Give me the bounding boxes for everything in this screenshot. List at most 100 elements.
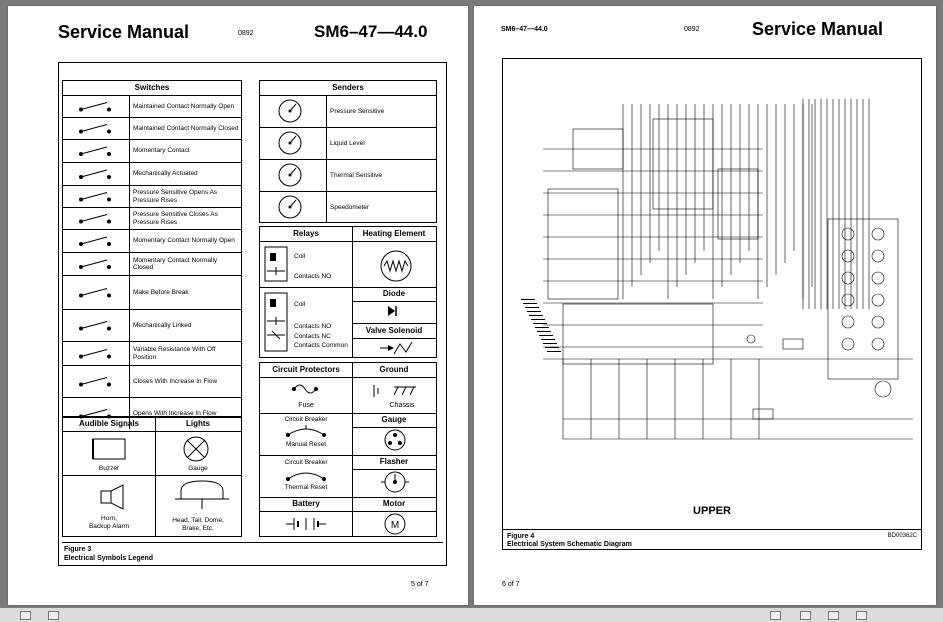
breaker-thermal-icon xyxy=(286,472,326,481)
heating-element-icon xyxy=(380,250,412,282)
switch-row: Maintained Contact Normally Open xyxy=(63,96,241,118)
sender-symbol-icon xyxy=(260,192,327,223)
sender-row: Speedometer xyxy=(260,192,436,223)
gauge-header: Gauge xyxy=(352,413,436,428)
breaker1-title: Circuit Breaker xyxy=(284,416,328,423)
sender-label: Speedometer xyxy=(330,203,370,211)
audible-signals-header: Audible Signals xyxy=(63,417,155,432)
switch-label: Momentary Contact Normally Closed xyxy=(133,256,218,272)
date-code: 0892 xyxy=(684,26,700,33)
page-6: SM6–47—44.0 0892 Service Manual UPPER Fi… xyxy=(474,6,936,605)
switch-row: Variable Resistance With Off Position xyxy=(63,342,241,366)
page-number: 5 of 7 xyxy=(411,581,429,588)
switch-label: Pressure Sensitive Opens As Pressure Ris… xyxy=(133,189,218,204)
switch-symbol-icon xyxy=(63,163,130,185)
drawing-code: BD00362C xyxy=(887,533,917,539)
switch-row: Make Before Break xyxy=(63,276,241,310)
page-5: Service Manual 0892 SM6–47—44.0 Switches… xyxy=(8,6,468,605)
fuse-icon xyxy=(292,384,318,394)
page-icon[interactable] xyxy=(48,611,59,620)
switch-symbol-icon xyxy=(63,186,130,207)
senders-header: Senders xyxy=(260,81,436,96)
battery-header: Battery xyxy=(260,497,352,512)
relay2-contacts-no-label: Contacts NO xyxy=(294,323,332,330)
valve-solenoid-header: Valve Solenoid xyxy=(352,323,436,339)
page-title: Service Manual xyxy=(752,19,884,39)
sender-label: Pressure Sensitive xyxy=(330,107,385,115)
sender-row: Thermal Sensitive xyxy=(260,160,436,192)
relay-coil-nc-icon xyxy=(264,292,288,352)
switch-label: Make Before Break xyxy=(133,288,189,296)
sender-row: Pressure Sensitive xyxy=(260,96,436,128)
two-page-view-icon[interactable] xyxy=(828,611,839,620)
switch-label: Maintained Contact Normally Closed xyxy=(133,124,239,132)
motor-icon: M xyxy=(384,513,406,535)
switch-symbol-icon xyxy=(63,118,130,139)
breaker2-title: Circuit Breaker xyxy=(284,459,328,466)
sender-symbol-icon xyxy=(260,96,327,127)
page-number: 6 of 7 xyxy=(502,581,520,588)
diagram-label: UPPER xyxy=(693,505,731,517)
figure-label: Figure 4 xyxy=(507,533,535,540)
horn-label: Horn, xyxy=(101,515,117,522)
switch-label: Pressure Sensitive Closes As Pressure Ri… xyxy=(133,211,218,226)
ground-header: Ground xyxy=(352,363,436,378)
switch-label: Mechanically Linked xyxy=(133,321,192,329)
buzzer-label: Buzzer xyxy=(98,465,120,472)
switch-symbol-icon xyxy=(63,366,130,397)
figure-caption-box: Figure 3 Electrical Symbols Legend xyxy=(62,542,443,564)
rotate-icon[interactable] xyxy=(20,611,31,620)
relay-contacts-no-label: Contacts NO xyxy=(294,273,332,280)
buzzer-icon xyxy=(92,438,126,460)
single-page-view-icon[interactable] xyxy=(770,611,781,620)
switch-row: Closes With Increase In Flow xyxy=(63,366,241,398)
switch-row: Momentary Contact Normally Closed xyxy=(63,253,241,276)
switch-row: Mechanically Linked xyxy=(63,310,241,342)
chassis-ground-icon xyxy=(373,385,416,397)
light-gauge-label: Gauge xyxy=(188,465,208,472)
chassis-label: Chassis xyxy=(389,402,415,409)
switch-label: Momentary Contact xyxy=(133,147,190,155)
svg-text:M: M xyxy=(391,520,399,531)
switches-header: Switches xyxy=(63,81,241,96)
fuse-label: Fuse xyxy=(298,402,314,409)
lights-header: Lights xyxy=(155,417,241,432)
figure-frame xyxy=(58,62,447,566)
switch-label: Maintained Contact Normally Open xyxy=(133,102,235,110)
backup-alarm-label: Backup Alarm xyxy=(88,523,130,530)
switches-table: Switches Maintained Contact Normally Ope… xyxy=(62,80,242,429)
figure-caption: Electrical Symbols Legend xyxy=(64,555,154,562)
sender-row: Liquid Level xyxy=(260,128,436,160)
valve-solenoid-icon xyxy=(380,341,413,355)
relay2-contacts-nc-label: Contacts NC xyxy=(294,333,331,340)
figure-caption: Electrical System Schematic Diagram xyxy=(507,541,632,548)
date-code: 0892 xyxy=(238,30,254,37)
switch-symbol-icon xyxy=(63,276,130,309)
viewer-toolbar xyxy=(0,608,943,622)
circuit-protectors-header: Circuit Protectors xyxy=(260,363,352,378)
electrical-schematic-diagram xyxy=(521,99,913,440)
switch-label: Momentary Contact Normally Open xyxy=(133,237,235,245)
sender-label: Liquid Level xyxy=(330,139,365,147)
two-page-continuous-view-icon[interactable] xyxy=(856,611,867,620)
relays-header: Relays xyxy=(293,229,319,238)
flasher-header: Flasher xyxy=(352,455,436,470)
head-light-label-2: Brake, Etc. xyxy=(182,525,214,532)
sender-symbol-icon xyxy=(260,128,327,159)
continuous-view-icon[interactable] xyxy=(800,611,811,620)
gauge-icon xyxy=(384,429,406,451)
switch-symbol-icon xyxy=(63,140,130,162)
relay2-coil-label: Coil xyxy=(294,301,306,308)
sender-symbol-icon xyxy=(260,160,327,191)
head-light-icon xyxy=(175,480,229,509)
figure-label: Figure 3 xyxy=(64,546,92,553)
switch-label: Mechanically Actuated xyxy=(133,170,198,178)
switch-label: Opens With Increase In Flow xyxy=(133,409,217,417)
page-title: Service Manual xyxy=(58,22,190,42)
protectors-table: Circuit Protectors Ground Fuse Chassis C… xyxy=(259,362,437,537)
switch-row: Mechanically Actuated xyxy=(63,163,241,186)
battery-icon xyxy=(286,518,326,530)
switch-label: Variable Resistance With Off Position xyxy=(133,346,216,361)
diode-icon xyxy=(388,306,397,316)
